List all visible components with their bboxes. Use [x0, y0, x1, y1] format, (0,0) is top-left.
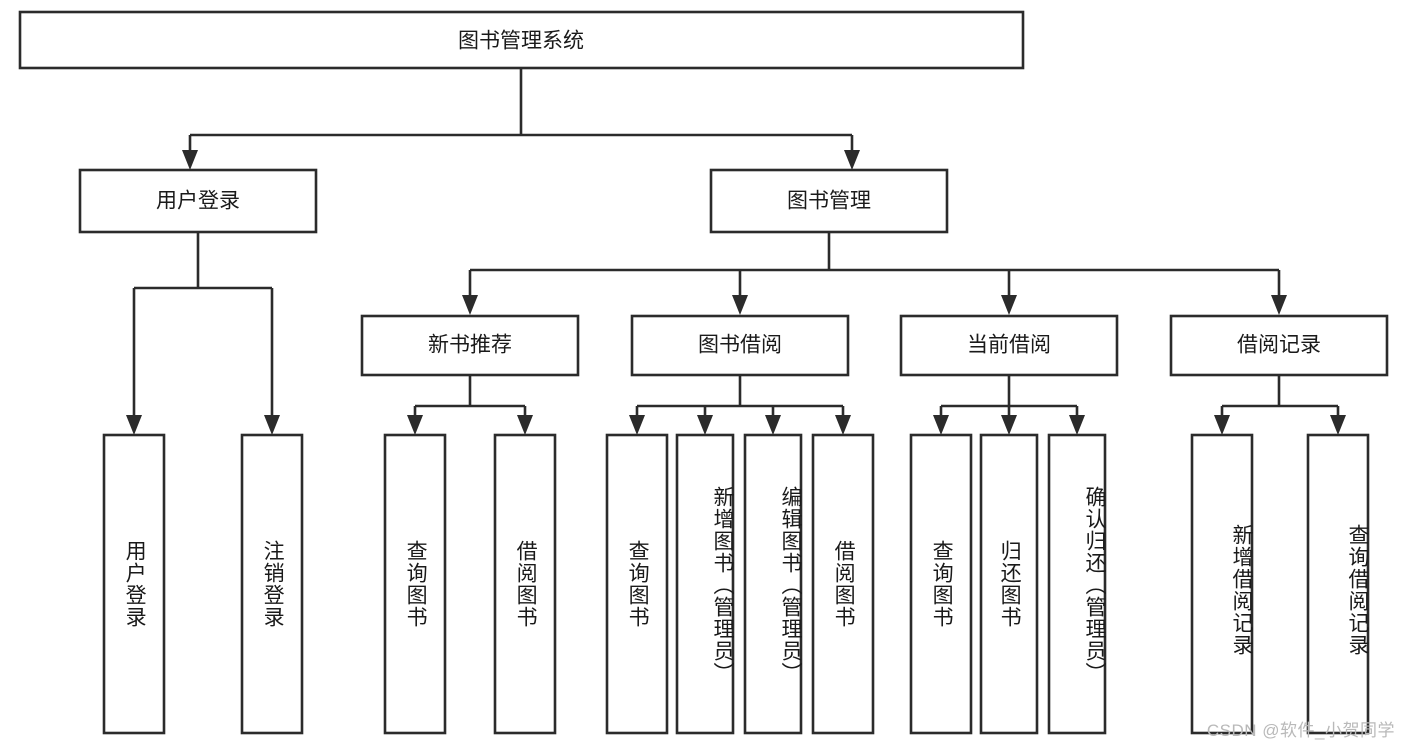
node-book-management[interactable]: 图书管理 [709, 168, 949, 234]
leaf-box-current-borrow-1[interactable] [979, 433, 1039, 735]
leaf-box-current-borrow-2[interactable] [1047, 433, 1107, 735]
connector-currentborrow-to-leaves [933, 375, 1085, 435]
node-borrow-record[interactable]: 借阅记录 [1169, 314, 1389, 377]
node-book-borrow[interactable]: 图书借阅 [630, 314, 850, 377]
connector-root-to-level2 [182, 68, 860, 170]
leaf-box-new-book-0[interactable] [383, 433, 447, 735]
node-new-book-recommend[interactable]: 新书推荐 [360, 314, 580, 377]
node-root-system[interactable]: 图书管理系统 [18, 10, 1025, 70]
node-borrow-record-label: 借阅记录 [1237, 334, 1321, 357]
node-user-login-label: 用户登录 [156, 190, 240, 213]
node-user-login[interactable]: 用户登录 [78, 168, 318, 234]
leaf-box-user-login-1[interactable] [240, 433, 304, 735]
node-root-system-label: 图书管理系统 [458, 30, 584, 53]
leaf-box-borrow-record-1[interactable] [1306, 433, 1370, 735]
connector-bookborrow-to-leaves [629, 375, 851, 435]
leaf-box-borrow-record-0[interactable] [1190, 433, 1254, 735]
node-new-book-recommend-label: 新书推荐 [428, 334, 512, 357]
leaf-box-new-book-1[interactable] [493, 433, 557, 735]
leaf-box-book-borrow-1[interactable] [675, 433, 735, 735]
leaf-box-book-borrow-0[interactable] [605, 433, 669, 735]
node-current-borrow[interactable]: 当前借阅 [899, 314, 1119, 377]
leaf-box-book-borrow-3[interactable] [811, 433, 875, 735]
connector-bookmgmt-to-level3 [462, 232, 1287, 315]
node-book-borrow-label: 图书借阅 [698, 334, 782, 357]
leaf-box-current-borrow-0[interactable] [909, 433, 973, 735]
connector-newbook-to-leaves [407, 375, 533, 435]
node-current-borrow-label: 当前借阅 [967, 334, 1051, 357]
connector-borrowrecord-to-leaves [1214, 375, 1346, 435]
csdn-watermark: CSDN @软件_小贺同学 [1206, 721, 1395, 740]
leaf-box-book-borrow-2[interactable] [743, 433, 803, 735]
node-book-management-label: 图书管理 [787, 190, 871, 213]
connector-userlogin-to-leaves [126, 232, 280, 435]
leaf-box-user-login-0[interactable] [102, 433, 166, 735]
